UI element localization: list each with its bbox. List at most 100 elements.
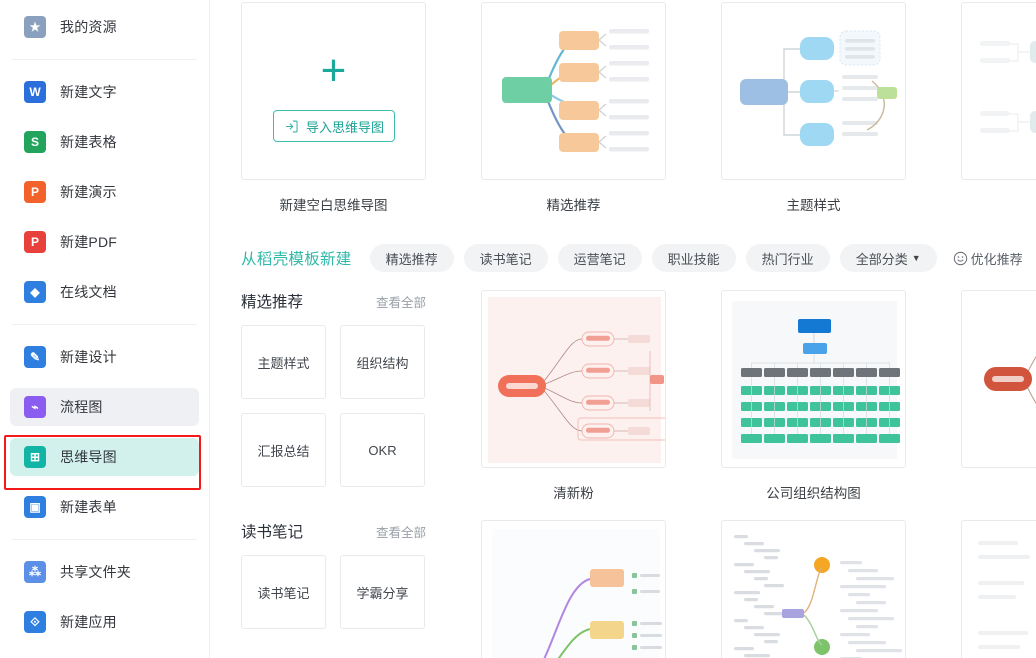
template-card: 精选推荐 [481,2,666,214]
template-thumbnail[interactable] [961,290,1036,468]
filter-chip[interactable]: 热门行业 [745,244,830,272]
mindmap-preview-cutoff-2 [978,541,1030,649]
top-template-card-row: + 导入思维导图新建空白思维导图 精选推荐 [241,0,1036,214]
category-header: 精选推荐 查看全部 [241,290,426,312]
sidebar-item-label: 在线文档 [60,284,117,300]
main-content: + 导入思维导图新建空白思维导图 精选推荐 [210,0,1036,658]
template-thumbnail[interactable] [481,2,666,180]
sidebar-item-label: 新建演示 [60,184,117,200]
category-dropdown[interactable]: 全部分类 ▼ [839,244,937,272]
filter-chip[interactable]: 精选推荐 [369,244,454,272]
filter-chip[interactable]: 运营笔记 [557,244,642,272]
filter-chip-list: 精选推荐读书笔记运营笔记职业技能热门行业 [369,244,830,272]
template-thumbnail[interactable] [721,2,906,180]
category-button[interactable]: 汇报总结 [241,413,326,487]
optimize-recommend-label: 优化推荐 [970,251,1023,267]
sidebar-item-label: 新建应用 [60,614,117,630]
category-button[interactable]: 组织结构 [340,325,425,399]
template-card: 主题 [961,290,1036,502]
template-card: + 导入思维导图新建空白思维导图 [241,2,426,214]
plus-icon: + [320,46,347,95]
sidebar-item-mindmap[interactable]: ⊞ 思维导图 [10,438,199,476]
online-doc-icon: ◆ [24,281,46,303]
view-all-link[interactable]: 查看全部 [375,526,426,540]
category-button[interactable]: 学霸分享 [340,555,425,629]
template-thumbnail[interactable]: + 导入思维导图 [241,2,426,180]
sidebar-item-app[interactable]: ⟐ 新建应用 [10,603,199,641]
sidebar-item-flowchart[interactable]: ⌁流程图 [10,388,199,426]
template-caption: 主题样式 [786,198,841,213]
pdf-icon: P [24,231,46,253]
template-card: 主题样式 [721,2,906,214]
template-caption: 公司组织结构图 [766,486,861,501]
mindmap-preview-dense [730,527,902,658]
sidebar-item-pdf[interactable]: P 新建PDF [10,223,199,261]
slides-icon: P [24,181,46,203]
optimize-recommend-button[interactable]: 优化推荐 [953,249,1023,268]
word-icon: W [24,81,46,103]
template-caption: 精选推荐 [546,198,601,213]
sidebar-item-online-doc[interactable]: ◆ 在线文档 [10,273,199,311]
category-dropdown-label: 全部分类 [855,251,908,267]
chevron-down-icon: ▼ [911,253,921,263]
view-all-link[interactable]: 查看全部 [375,296,426,310]
filter-chip[interactable]: 职业技能 [651,244,736,272]
template-filter-bar: 从稻壳模板新建 精选推荐读书笔记运营笔记职业技能热门行业 全部分类 ▼ 优化推荐 [241,244,1036,272]
sidebar-item-label: 新建文字 [60,84,117,100]
mindmap-preview-cutoff-red [984,355,1036,405]
sidebar-item-form[interactable]: ▣ 新建表单 [10,488,199,526]
category-button[interactable]: OKR [340,413,425,487]
sidebar-divider [12,324,197,325]
filter-bar-title: 从稻壳模板新建 [241,251,352,268]
sidebar-item-label: 共享文件夹 [60,564,131,580]
template-thumbnail[interactable] [961,2,1036,180]
mindmap-icon: ⊞ [24,446,46,468]
import-mindmap-label: 导入思维导图 [305,119,384,135]
sidebar-item-design[interactable]: ✎新建设计 [10,338,199,376]
sidebar-item-label: 新建设计 [60,349,117,365]
section-title: 精选推荐 [241,294,304,311]
form-icon: ▣ [24,496,46,518]
sidebar-item-label: 思维导图 [60,449,117,465]
mindmap-preview-featured [502,29,649,152]
sidebar-item-label: 新建表单 [60,499,117,515]
template-thumbnail[interactable] [721,290,906,468]
sheet-icon: S [24,131,46,153]
sidebar-item-label: 新建PDF [60,234,117,250]
mindmap-preview-cutoff [980,41,1036,133]
template-caption: 清新粉 [553,486,594,501]
template-thumbnail[interactable] [961,520,1036,658]
template-card [481,520,666,658]
category-header: 读书笔记 查看全部 [241,520,426,542]
sidebar-item-shared-folder[interactable]: ⁂共享文件夹 [10,553,199,591]
app-icon: ⟐ [24,611,46,633]
mindmap-preview-notes [492,529,662,658]
filter-chip[interactable]: 读书笔记 [463,244,548,272]
template-section: 读书笔记 查看全部读书笔记学霸分享 [241,520,1036,658]
template-caption: 新建空白思维导图 [279,198,388,213]
smiley-icon [953,251,967,265]
sidebar-item-slides[interactable]: P 新建演示 [10,173,199,211]
template-thumbnail[interactable] [481,520,666,658]
sidebar-item-word[interactable]: W 新建文字 [10,73,199,111]
sidebar-item-star[interactable]: ★我的资源 [10,8,199,46]
import-icon [285,120,298,132]
sidebar-item-label: 我的资源 [60,19,117,35]
category-button[interactable]: 主题样式 [241,325,326,399]
template-thumbnail[interactable] [481,290,666,468]
template-thumbnail[interactable] [721,520,906,658]
template-card: 公司组织结构图 [721,290,906,502]
sidebar-divider [12,539,197,540]
import-mindmap-button[interactable]: 导入思维导图 [273,110,395,142]
section-title: 读书笔记 [241,524,304,541]
category-button-grid: 读书笔记学霸分享 [241,555,426,629]
template-card [961,520,1036,658]
category-block: 读书笔记 查看全部读书笔记学霸分享 [241,520,426,658]
category-button[interactable]: 读书笔记 [241,555,326,629]
